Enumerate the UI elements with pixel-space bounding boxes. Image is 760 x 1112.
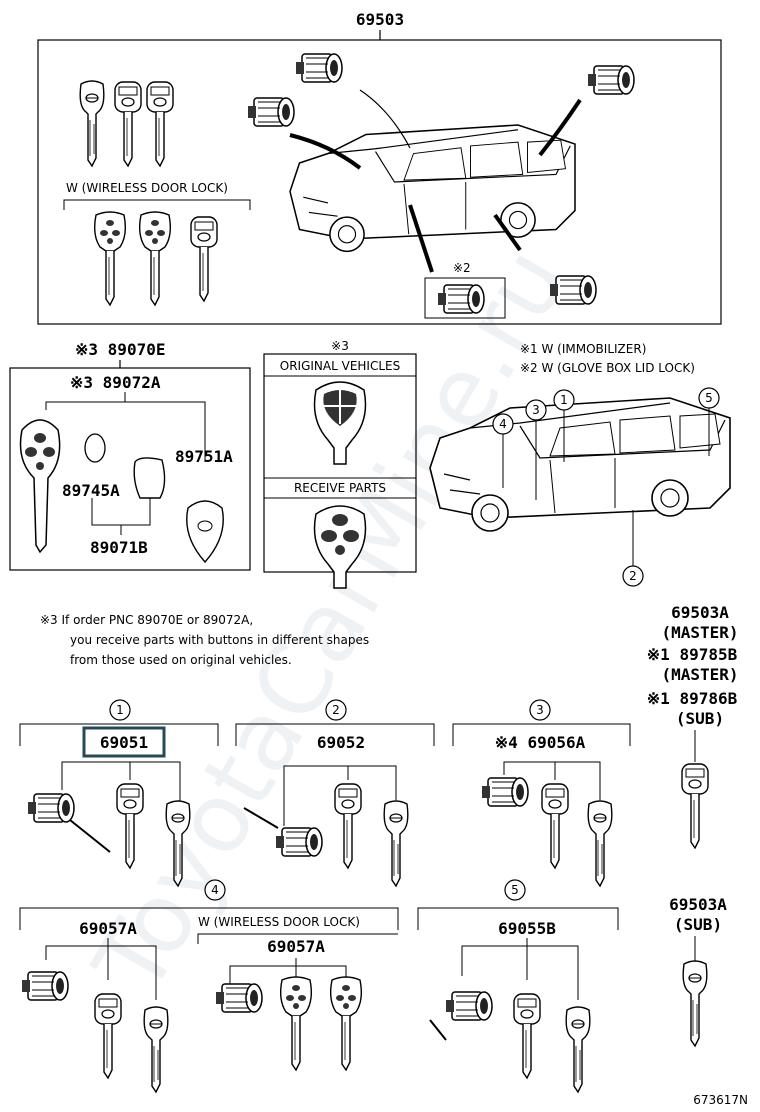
receive-remote-key xyxy=(313,505,367,589)
group-3-lock-icon xyxy=(481,777,529,807)
group-2-key-icon xyxy=(383,800,409,887)
group-3-number: 3 xyxy=(536,703,544,717)
master-key-icon xyxy=(681,763,709,849)
lock-cylinder-icon xyxy=(247,97,295,127)
group-4-wireless-label: W (WIRELESS DOOR LOCK) xyxy=(198,915,360,929)
remote-group-header: ※3 89070E xyxy=(75,340,165,359)
callout-1: 1 xyxy=(560,393,568,407)
group-4-key-icon xyxy=(94,993,122,1079)
immobilizer-sub-label: (SUB) xyxy=(676,709,724,728)
top-group-box xyxy=(37,39,722,325)
top-wireless-label: W (WIRELESS DOOR LOCK) xyxy=(66,181,228,195)
group-4-remote-key-icon xyxy=(279,976,313,1071)
group-3-part: ※4 69056A xyxy=(495,733,586,752)
group-5-part: 69055B xyxy=(498,919,556,938)
battery-icon xyxy=(84,433,106,463)
group-1-number: 1 xyxy=(116,703,124,717)
group-2-part: 69052 xyxy=(317,733,365,752)
group-5-number: 5 xyxy=(511,883,519,897)
remote-group-box xyxy=(9,367,251,571)
group-5-key-icon xyxy=(513,993,541,1079)
group-1-highlight xyxy=(82,726,166,758)
remote-key-icon xyxy=(138,211,172,306)
glove-box-lock-icon xyxy=(437,284,485,314)
note-3-line-2: you receive parts with buttons in differ… xyxy=(70,633,369,647)
key-icon xyxy=(146,81,174,167)
top-wireless-keys xyxy=(93,211,218,306)
remote-key-icon xyxy=(93,211,127,306)
callout-markers: 4 3 1 5 2 xyxy=(492,387,720,587)
master-key-part: 69503A xyxy=(671,603,729,622)
sub-key-icon xyxy=(682,960,708,1047)
master-key-label: (MASTER) xyxy=(661,623,738,642)
group-4-wireless-lock-icon xyxy=(215,983,263,1013)
original-vehicles-label: ORIGINAL VEHICLES xyxy=(280,359,400,373)
case-part-number: 89071B xyxy=(90,538,148,557)
battery-part-number: 89745A xyxy=(62,481,120,500)
group-5-lock-icon xyxy=(445,991,493,1021)
group-2-key-icon xyxy=(334,783,362,869)
group-4-wireless-part: 69057A xyxy=(267,937,325,956)
mark-2-label: ※2 xyxy=(453,261,471,275)
note-glove-box: ※2 W (GLOVE BOX LID LOCK) xyxy=(520,361,695,375)
immobilizer-master-label: (MASTER) xyxy=(661,665,738,684)
comparison-mark: ※3 xyxy=(331,339,349,353)
sub-key-label: (SUB) xyxy=(674,915,722,934)
group-4-remote-key-icon xyxy=(329,976,363,1071)
group-2-number: 2 xyxy=(332,703,340,717)
note-3-line-1: ※3 If order PNC 89070E or 89072A, xyxy=(40,613,253,627)
top-van-illustration xyxy=(289,124,576,253)
note-3-line-3: from those used on original vehicles. xyxy=(70,653,292,667)
group-4-lock-icon xyxy=(21,971,69,1001)
group-2-lock-icon xyxy=(275,827,323,857)
tailgate-lock-icon xyxy=(549,275,597,305)
top-group-part-number: 69503 xyxy=(356,10,404,29)
original-remote-key xyxy=(313,381,367,465)
remote-key-large xyxy=(19,419,61,554)
key-icon xyxy=(114,81,142,167)
key-icon xyxy=(79,80,105,167)
group-1-lock-icon xyxy=(27,793,75,823)
group-3-key-icon xyxy=(541,783,569,869)
callout-5: 5 xyxy=(705,391,713,405)
remote-group-subheader: ※3 89072A xyxy=(70,373,161,392)
receive-parts-label: RECEIVE PARTS xyxy=(294,481,386,495)
rear-lock-icon xyxy=(587,65,635,95)
group-1-part: 69051 xyxy=(100,733,148,752)
callout-3: 3 xyxy=(532,403,540,417)
immobilizer-master-part: ※1 89785B xyxy=(647,645,738,664)
group-5-key-icon xyxy=(565,1006,591,1093)
key-icon xyxy=(190,216,218,302)
cover-part-number: 89751A xyxy=(175,447,233,466)
button-cover-icon xyxy=(133,457,166,499)
group-4-number: 4 xyxy=(211,883,219,897)
immobilizer-sub-part: ※1 89786B xyxy=(647,689,738,708)
door-lock-icon xyxy=(295,53,343,83)
callout-2: 2 xyxy=(629,569,637,583)
note-immobilizer: ※1 W (IMMOBILIZER) xyxy=(520,342,646,356)
diagram-id: 673617N xyxy=(693,1093,748,1107)
top-keys xyxy=(79,80,174,167)
callout-4: 4 xyxy=(499,417,507,431)
sub-key-part: 69503A xyxy=(669,895,727,914)
group-4-key-icon xyxy=(143,1006,169,1093)
group-4-part: 69057A xyxy=(79,919,137,938)
group-3-key-icon xyxy=(587,800,613,887)
